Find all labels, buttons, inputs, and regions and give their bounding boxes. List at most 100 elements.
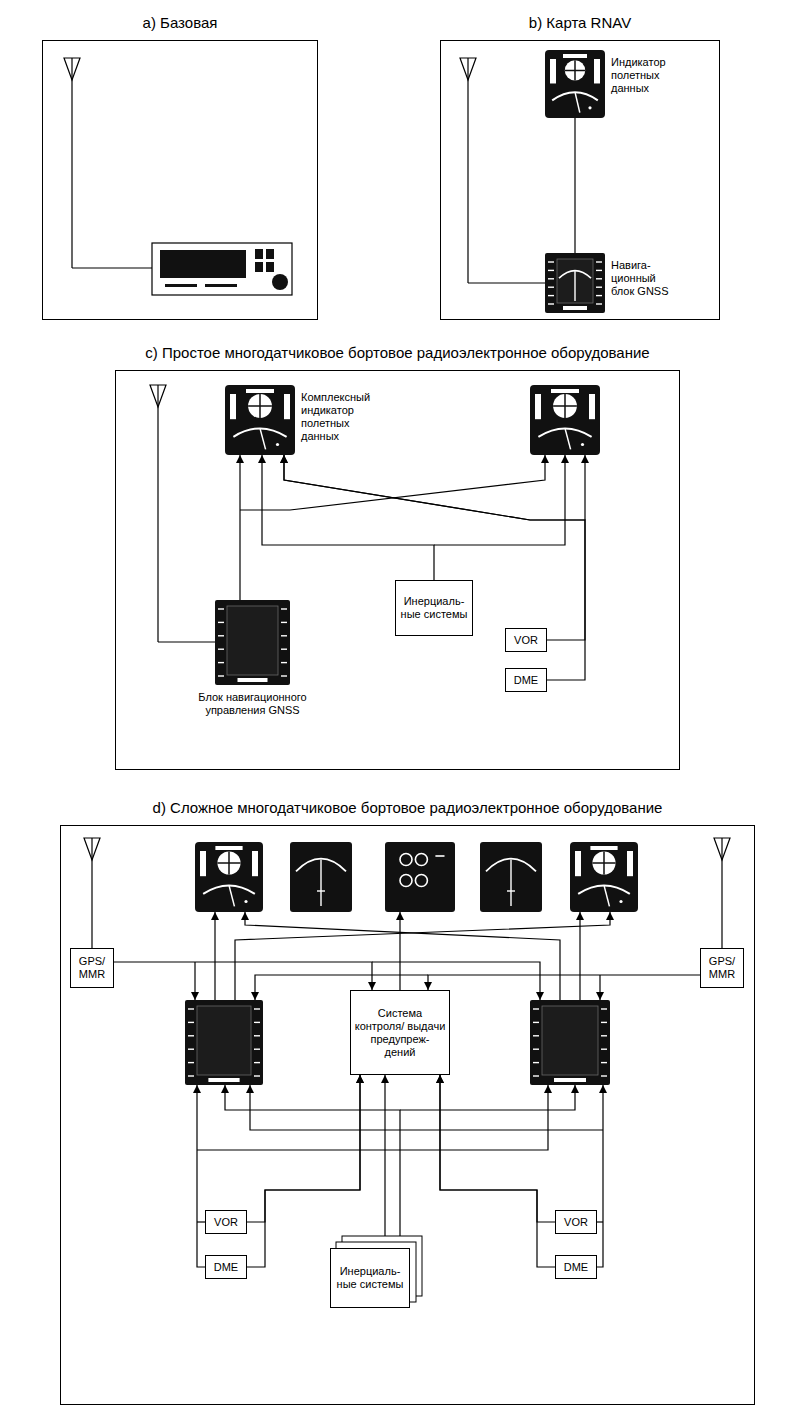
key-mark — [601, 1075, 607, 1076]
box-label: VOR — [514, 634, 538, 647]
wire — [434, 455, 565, 545]
engine-display — [385, 842, 455, 912]
key-mark — [218, 662, 224, 663]
panel-title: c) Простое многодатчиковое бортовое ради… — [0, 344, 785, 362]
receiver-key — [255, 262, 263, 272]
key-mark — [533, 1008, 539, 1009]
unit-label: Навига- ционный блок GNSS — [611, 259, 677, 298]
panel-frame: Комплексный индикатор полетных данныхБло… — [115, 370, 680, 770]
box-label: Инерциаль- ные системы — [334, 1265, 406, 1291]
display-tape — [200, 851, 206, 876]
key-mark — [548, 303, 554, 304]
receiver-key — [255, 249, 263, 259]
sensor-box: VOR — [205, 1210, 247, 1234]
nav-display — [480, 842, 542, 912]
antenna-mast — [91, 838, 92, 948]
key-mark — [188, 1062, 194, 1063]
receiver-box: GPS/ MMR — [700, 948, 744, 988]
key-mark — [254, 1008, 260, 1009]
unit-body — [215, 600, 290, 685]
antenna-mast — [157, 385, 158, 642]
key-mark — [188, 1048, 194, 1049]
key-mark — [596, 261, 602, 262]
track-line — [320, 860, 321, 907]
control-unit — [530, 1000, 610, 1085]
panel-title: a) Базовая — [0, 14, 467, 32]
display-bezel — [225, 385, 295, 455]
attitude-ball — [217, 851, 240, 874]
compass-needle — [260, 428, 266, 449]
key-mark — [533, 1022, 539, 1023]
compass-dot — [581, 443, 584, 446]
wire — [399, 912, 400, 990]
unit-label: Индикатор полетных данных — [611, 56, 693, 95]
signal-connector — [384, 1075, 385, 1248]
key-mark — [548, 287, 554, 288]
key-mark — [188, 1022, 194, 1023]
key-mark — [601, 1035, 607, 1036]
gnss-receiver — [152, 243, 292, 295]
compass-needle — [565, 428, 571, 449]
compass-needle — [229, 885, 234, 906]
signal-connector — [440, 1075, 555, 1267]
wire — [240, 455, 545, 510]
key-mark — [254, 1075, 260, 1076]
signal-connector — [247, 1075, 360, 1222]
signal-connector — [114, 962, 372, 990]
gauge-dial — [415, 854, 427, 866]
navigation-unit: Навига- ционный блок GNSS — [545, 253, 605, 313]
receiver-key — [205, 284, 237, 287]
attitude-ball — [565, 60, 585, 80]
wire — [194, 962, 195, 1000]
box-label: DME — [564, 1261, 588, 1274]
compass-needle — [604, 885, 609, 906]
sensor-box: DME — [205, 1255, 247, 1279]
signal-connector — [262, 455, 434, 580]
key-mark — [596, 278, 602, 279]
track-tick — [317, 890, 325, 891]
signal-connector — [239, 455, 240, 600]
gauge-bar — [435, 855, 444, 857]
wire — [584, 455, 585, 520]
display-tape — [594, 59, 600, 83]
key-mark — [188, 1075, 194, 1076]
signal-connector — [284, 455, 585, 680]
key-mark — [548, 270, 554, 271]
key-mark — [188, 1008, 194, 1009]
key-mark — [281, 662, 287, 663]
control-unit — [545, 253, 605, 313]
key-mark — [548, 278, 554, 279]
key-mark — [596, 295, 602, 296]
receiver-key — [165, 284, 197, 287]
monitor-box: Система контроля/ выдачи предупреж- дени… — [350, 990, 450, 1075]
attitude-cross — [565, 60, 585, 80]
wire — [599, 975, 600, 1000]
wire — [214, 912, 215, 1000]
attitude-ball — [592, 851, 615, 874]
wire — [400, 1085, 575, 1110]
key-mark — [596, 270, 602, 271]
key-mark — [533, 1062, 539, 1063]
panel-title: b) Карта RNAV — [291, 14, 785, 32]
unit-screen — [197, 1006, 251, 1075]
attitude-ball — [553, 394, 577, 418]
display-tape — [575, 851, 581, 876]
unit-body — [530, 1000, 610, 1085]
wire — [468, 282, 545, 283]
key-row — [238, 678, 268, 682]
display-unit: Комплексный индикатор полетных данных — [225, 385, 295, 455]
wire — [72, 267, 152, 268]
display-bezel — [385, 842, 455, 912]
compass-needle — [575, 92, 580, 112]
key-mark — [596, 287, 602, 288]
unit-body — [545, 253, 605, 313]
unit-screen — [542, 1006, 598, 1075]
key-row — [208, 1078, 239, 1082]
display-tape — [230, 394, 236, 419]
attitude-ball — [248, 394, 272, 418]
track-tick — [507, 890, 515, 891]
key-mark — [601, 1022, 607, 1023]
box-label: Система контроля/ выдачи предупреж- дени… — [354, 1007, 446, 1059]
flight-display — [545, 50, 605, 118]
